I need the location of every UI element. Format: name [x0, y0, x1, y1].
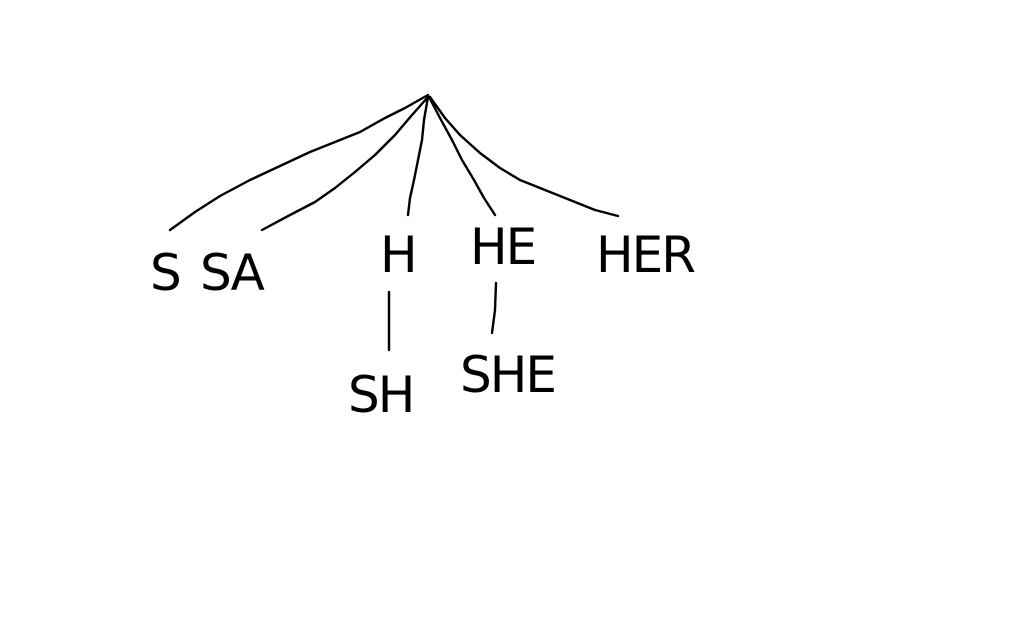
edge-root-he	[427, 95, 497, 217]
edge-root-s	[168, 93, 430, 232]
node-label-sh: SH	[348, 366, 413, 424]
node-label-she: SHE	[460, 346, 555, 404]
node-label-he: HE	[470, 218, 535, 276]
edge-root-h	[406, 95, 430, 217]
edge-root-sa	[260, 95, 430, 232]
node-label-s: S	[150, 244, 180, 302]
edge-he-she	[490, 281, 498, 335]
node-label-her: HER	[596, 226, 695, 284]
node-label-sa: SA	[200, 244, 265, 302]
edge-root-her	[428, 95, 620, 218]
node-label-h: H	[380, 226, 416, 284]
